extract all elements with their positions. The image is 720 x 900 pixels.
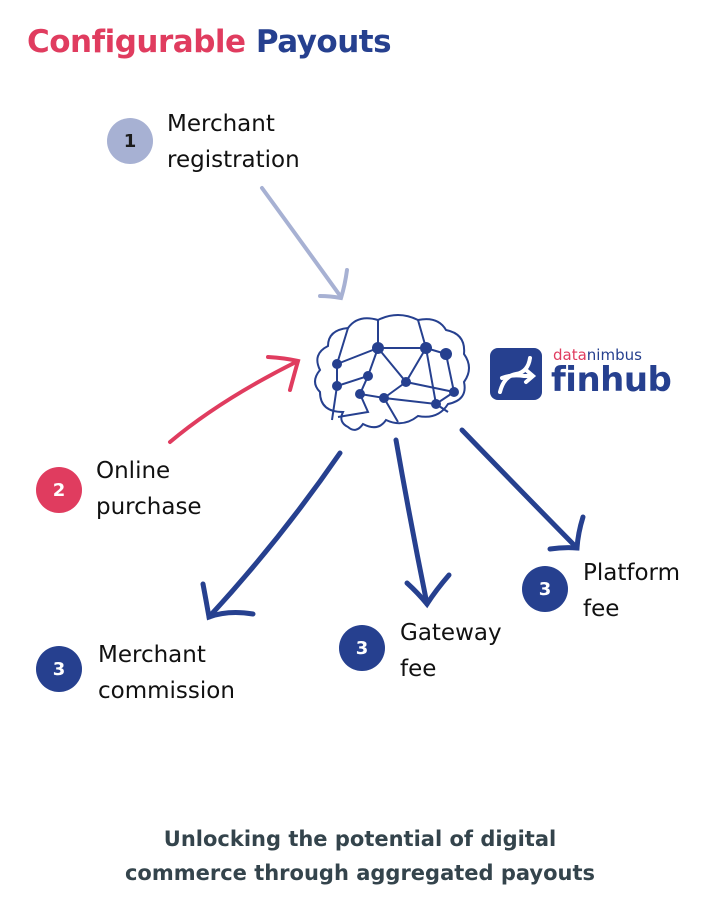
step-platform-fee-label: Platform fee xyxy=(583,555,680,627)
finhub-logo-icon xyxy=(490,348,542,400)
label-line-2: registration xyxy=(167,147,300,173)
step-merchant-registration-label: Merchant registration xyxy=(167,106,300,178)
label-line-2: commission xyxy=(98,678,235,704)
logo-data-text: data xyxy=(553,346,587,364)
label-line-2: purchase xyxy=(96,494,202,520)
page-title: Configurable Payouts xyxy=(27,24,392,60)
title-payouts: Payouts xyxy=(255,24,392,60)
arrow-purchase-to-hub xyxy=(168,355,301,444)
step-3-platform-fee-badge: 3 xyxy=(522,566,568,612)
logo-finhub-text: finhub xyxy=(551,360,672,400)
brain-network-icon xyxy=(314,314,470,431)
step-online-purchase-label: Online purchase xyxy=(96,453,202,525)
step-2-badge: 2 xyxy=(36,467,82,513)
tagline-line-2: commerce through aggregated payouts xyxy=(124,861,596,885)
label-line-1: Gateway xyxy=(400,620,502,646)
arrow-hub-to-gateway-fee xyxy=(393,437,452,609)
label-line-1: Platform xyxy=(583,560,680,586)
label-line-2: fee xyxy=(400,656,437,682)
label-line-1: Online xyxy=(96,458,171,484)
step-1-badge: 1 xyxy=(107,118,153,164)
label-line-1: Merchant xyxy=(167,111,275,137)
label-line-1: Merchant xyxy=(98,642,206,668)
step-3-merchant-commission-badge: 3 xyxy=(36,646,82,692)
label-line-2: fee xyxy=(583,596,620,622)
tagline-line-1: Unlocking the potential of digital xyxy=(163,827,557,851)
footer-tagline: Unlocking the potential of digital comme… xyxy=(0,822,720,890)
step-3-gateway-fee-badge: 3 xyxy=(339,625,385,671)
arrow-hub-to-merchant-commission xyxy=(200,450,343,621)
arrow-hub-to-platform-fee xyxy=(459,427,586,552)
arrow-registration-to-hub xyxy=(260,186,349,301)
logo-nimbus-text: nimbus xyxy=(586,346,642,364)
step-merchant-commission-label: Merchant commission xyxy=(98,637,235,709)
logo-brand-name: datanimbus xyxy=(553,346,642,364)
title-configurable: Configurable xyxy=(27,24,246,60)
datanimbus-finhub-logo: datanimbus finhub xyxy=(490,346,680,406)
step-gateway-fee-label: Gateway fee xyxy=(400,615,502,687)
